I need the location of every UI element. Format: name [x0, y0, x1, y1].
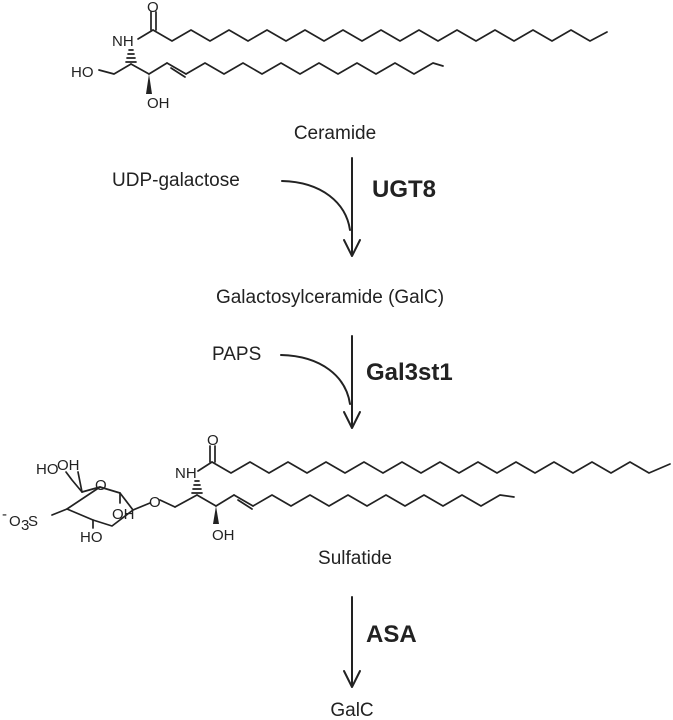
ceramide-c2-c3-bond	[130, 63, 150, 75]
ceramide-nh-label: NH	[112, 33, 134, 50]
galactose-c3-o-bond	[51, 508, 68, 516]
ceramide-hashed-bond	[125, 49, 137, 63]
cosubstrate-arrow-paps	[280, 354, 351, 405]
sulfatide-nh-label: NH	[175, 465, 197, 482]
sugar-ho-bottom-label: HO	[80, 529, 103, 546]
enzyme-gal3st1: Gal3st1	[366, 359, 453, 386]
sulfatide-c2-c3-bond	[196, 494, 217, 507]
ceramide-acyl-chain	[152, 29, 608, 42]
glycosidic-bond-2	[159, 499, 176, 508]
ceramide-double-bond-inner	[170, 67, 186, 78]
galactose-c4-oh-bond	[77, 471, 83, 493]
sulfatide-amide-bond	[197, 461, 213, 472]
step-ugt8: UDP-galactose UGT8	[112, 157, 436, 257]
arrowhead-asa	[343, 670, 361, 688]
step-gal3st1: PAPS Gal3st1	[212, 335, 453, 429]
ring-o-label: O	[95, 477, 107, 494]
ceramide-ho-label: HO	[71, 64, 94, 81]
cosubstrate-arrow-udp	[281, 180, 351, 231]
cosubstrate-udp-galactose: UDP-galactose	[112, 170, 240, 191]
sulfatide-oh-label: OH	[212, 527, 235, 544]
sulfatide-hashed-bond	[191, 480, 203, 494]
sulfate-group: - O 3 S	[2, 506, 38, 534]
sulfatide-carbonyl-o: O	[207, 432, 219, 449]
sulfatide-c1-c2-bond	[174, 494, 198, 508]
sugar-oh-top-label: OH	[57, 457, 80, 474]
ceramide-carbonyl-o: O	[147, 0, 159, 16]
sulfatide-double-bond-inner	[237, 499, 253, 510]
cosubstrate-paps: PAPS	[212, 344, 261, 365]
ceramide-ch2oh-bond	[98, 63, 132, 75]
sulfatide-structure: O NH OH O O HO OH HO OH - O 3 S	[2, 432, 671, 546]
sulfate-s: S	[28, 513, 38, 530]
sulfatide-acyl-chain	[211, 461, 671, 474]
ceramide-structure: O NH HO OH	[71, 0, 608, 112]
sulfatide-label: Sulfatide	[318, 548, 392, 569]
ceramide-oh-label: OH	[147, 95, 170, 112]
sulfate-o3: O	[9, 513, 21, 530]
arrowhead-gal3st1	[343, 411, 361, 429]
glycosidic-bond-1	[132, 502, 151, 511]
ceramide-oh-wedge	[146, 74, 152, 94]
sugar-oh-bottom-label: OH	[112, 506, 135, 523]
glycosidic-o-label: O	[149, 494, 161, 511]
enzyme-ugt8: UGT8	[372, 176, 436, 203]
sulfate-charge: -	[2, 506, 7, 523]
sulfatide-sphingoid-chain	[252, 494, 515, 507]
step-asa: ASA	[343, 596, 417, 688]
sugar-ho-top-label: HO	[36, 461, 59, 478]
ceramide-c3-c4-bond	[148, 62, 168, 75]
sulfatide-oh-wedge	[213, 506, 219, 524]
sulfate-subscript: 3	[21, 517, 29, 534]
sulfatide-double-bond	[233, 494, 254, 507]
ceramide-amide-bond	[137, 29, 154, 40]
enzyme-asa: ASA	[366, 621, 417, 648]
arrowhead-ugt8	[343, 239, 361, 257]
ceramide-label: Ceramide	[294, 123, 376, 144]
ceramide-sphingoid-chain	[185, 62, 444, 75]
galactose-c6-bond	[65, 471, 83, 493]
sulfatide-c3-c4-bond	[215, 494, 235, 507]
galc-product-label: GalC	[330, 700, 373, 720]
galactose-c4-bond	[81, 486, 101, 493]
ceramide-double-bond	[166, 62, 187, 75]
galc-label: Galactosylceramide (GalC)	[216, 287, 444, 308]
